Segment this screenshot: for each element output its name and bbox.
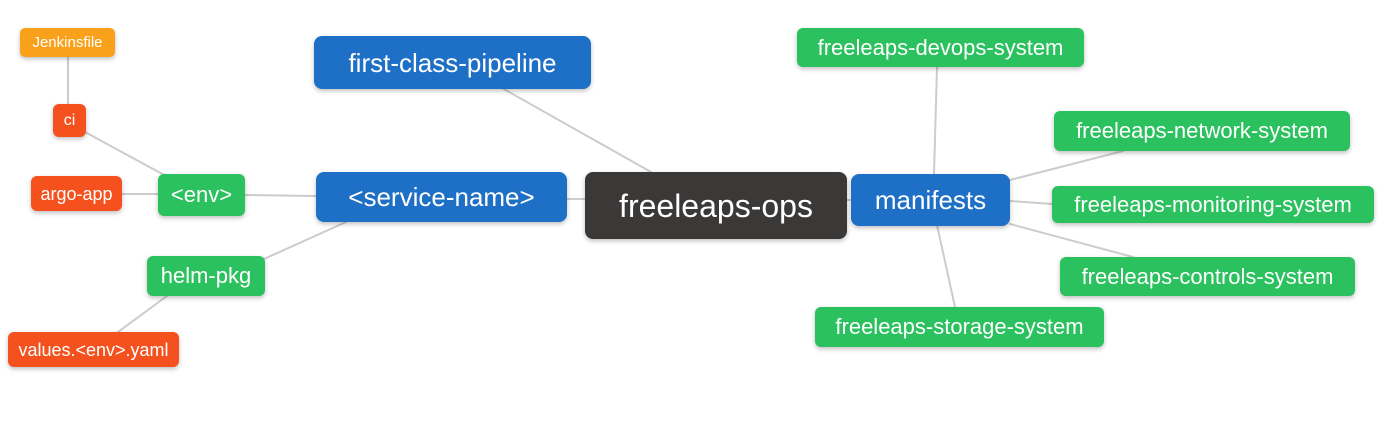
edge-manifests-controls <box>1009 223 1134 258</box>
node-first-class-pipeline[interactable]: first-class-pipeline <box>314 36 591 89</box>
node-freeleaps-network-system[interactable]: freeleaps-network-system <box>1054 111 1350 151</box>
edge-manifests-devops <box>933 66 938 175</box>
edge-values-helm-pkg <box>117 295 168 333</box>
node-helm-pkg[interactable]: helm-pkg <box>147 256 265 296</box>
edge-manifests-network <box>1009 150 1124 181</box>
node-freeleaps-devops-system[interactable]: freeleaps-devops-system <box>797 28 1084 67</box>
node-root-freeleaps-ops[interactable]: freeleaps-ops <box>585 172 847 239</box>
node-freeleaps-controls-system[interactable]: freeleaps-controls-system <box>1060 257 1355 296</box>
edge-env-service-name <box>244 194 317 197</box>
node-env[interactable]: <env> <box>158 174 245 216</box>
edge-manifests-monitoring <box>1009 200 1053 205</box>
node-freeleaps-storage-system[interactable]: freeleaps-storage-system <box>815 307 1104 347</box>
node-manifests[interactable]: manifests <box>851 174 1010 226</box>
edge-manifests-storage <box>936 224 956 308</box>
edge-pipeline-root <box>501 87 652 173</box>
node-ci[interactable]: ci <box>53 104 86 137</box>
node-jenkinsfile[interactable]: Jenkinsfile <box>20 28 115 57</box>
node-argo-app[interactable]: argo-app <box>31 176 122 211</box>
edge-ci-env <box>84 131 167 177</box>
node-service-name[interactable]: <service-name> <box>316 172 567 222</box>
node-freeleaps-monitoring-system[interactable]: freeleaps-monitoring-system <box>1052 186 1374 223</box>
edge-helm-pkg-service-name <box>263 221 347 260</box>
node-values-env-yaml[interactable]: values.<env>.yaml <box>8 332 179 367</box>
